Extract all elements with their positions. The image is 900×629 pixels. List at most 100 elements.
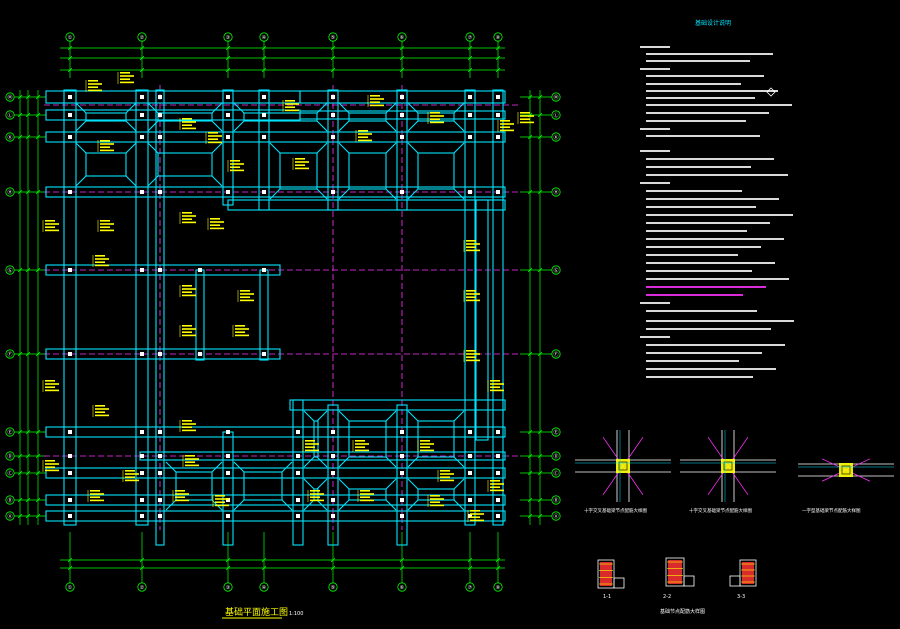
annotation-mark-42-3	[45, 389, 59, 392]
annotation-mark-18-1	[182, 328, 196, 330]
notes-line-31	[646, 294, 743, 296]
axis-bubble-right-2-label: Ⓚ	[553, 134, 558, 141]
dashed-axis-lines	[44, 85, 520, 530]
annotation-mark-37-0	[466, 290, 476, 292]
haunch-17-a	[407, 478, 419, 490]
axis-bubble-left-9-circle	[5, 495, 15, 505]
cell-inner-6	[157, 152, 213, 177]
detail-caption-3: 一字型基础梁节点配筋大样图	[802, 507, 861, 514]
column-node-73	[331, 471, 335, 475]
annotation-mark-41-3	[45, 229, 59, 232]
annotation-mark-22-2	[185, 461, 195, 463]
axis-bubble-left-7-label: Ⓓ	[7, 453, 12, 460]
axis-bubble-left-2-label: Ⓚ	[7, 134, 12, 141]
notes-line-28	[646, 270, 752, 272]
notes-line-35	[646, 328, 771, 330]
haunch-13-b	[211, 461, 223, 473]
plan-title: 基础平面施工图	[225, 606, 288, 618]
notes-line-13	[640, 150, 670, 152]
axis-bubble-right-9: Ⓑ	[551, 495, 561, 505]
annotation-mark-41-1	[45, 223, 59, 225]
section-3-flange	[729, 575, 741, 587]
dim-tick-v-3-3	[527, 189, 533, 195]
detail-captions: 十字交叉基础梁节点配筋大样图 十字交叉基础梁节点配筋大样图 一字型基础梁节点配筋…	[584, 507, 861, 514]
haunch-10-c	[303, 456, 315, 468]
dim-tick-v-1-8	[25, 470, 31, 476]
dim-tick-v-3-4	[527, 267, 533, 273]
dim-tick-h-4-0	[67, 565, 73, 571]
axis-bubble-top-8-label: ⑧	[496, 35, 501, 41]
axis-bubble-top-6-circle	[397, 32, 407, 42]
annotation-mark-14-0	[230, 160, 240, 162]
annotation-mark-35-3	[490, 489, 504, 492]
column-node-42	[198, 268, 202, 272]
dim-tick-v-1-10	[25, 513, 31, 519]
dim-tick-v-1-6	[25, 429, 31, 435]
axis-bubble-top-7-circle	[465, 32, 475, 42]
axis-bubble-right-9-label: Ⓑ	[553, 497, 558, 504]
haunch-16-c	[338, 499, 350, 511]
dim-tick-v-1-9	[25, 497, 31, 503]
annotation-mark-7-0	[430, 112, 440, 114]
dim-tick-h-2-1	[139, 67, 145, 73]
column-node-2	[68, 135, 72, 139]
annotation-mark-4-2	[100, 146, 110, 148]
haunch-15-b	[316, 478, 328, 490]
notes-line-4	[646, 75, 764, 77]
haunch-17-b	[453, 478, 465, 490]
axis-bubble-bottom-8-label: ⑧	[496, 585, 501, 591]
dim-tick-h-0-0	[67, 45, 73, 51]
axis-bubble-right-9-circle	[551, 495, 561, 505]
notes-line-24	[646, 238, 784, 240]
dim-tick-v-3-2	[527, 134, 533, 140]
annotation-mark-33-0	[430, 495, 440, 497]
annotation-mark-19-2	[235, 331, 245, 333]
column-node-35	[496, 190, 500, 194]
axis-bubble-left-1-label: Ⓛ	[7, 112, 12, 119]
haunch-3-c	[338, 120, 350, 132]
axis-bubble-bottom-6: ⑥	[397, 582, 407, 592]
notes-line-39	[646, 360, 739, 362]
beam-row-b	[45, 494, 506, 506]
haunch-12-b	[453, 410, 465, 422]
column-node-71	[331, 430, 335, 434]
column-node-84	[468, 498, 472, 502]
notes-line-11	[640, 128, 670, 130]
annotation-mark-38-3	[466, 359, 480, 362]
notes-line-21	[646, 214, 793, 216]
axis-bubble-left-10-circle	[5, 511, 15, 521]
dim-tick-h-4-3	[261, 565, 267, 571]
annotation-mark-12-3	[182, 221, 196, 224]
notes-line-26	[646, 254, 738, 256]
beam-row-f	[45, 348, 281, 360]
column-node-43	[198, 352, 202, 356]
annotation-mark-1-1	[120, 75, 134, 77]
notes-line-9	[646, 112, 769, 114]
axis-bubble-right-0-circle	[551, 92, 561, 102]
rebar-sections	[597, 557, 757, 589]
dim-tick-h-0-1	[139, 45, 145, 51]
axis-bubble-bottom-2-circle	[137, 582, 147, 592]
cell-inner-14	[243, 471, 283, 501]
haunch-14-c	[233, 499, 245, 511]
beam-row-e	[45, 426, 506, 438]
column-node-21	[331, 113, 335, 117]
annotation-mark-30-1	[440, 473, 454, 475]
column-node-39	[140, 352, 144, 356]
annotation-mark-33-3	[430, 504, 444, 507]
axis-bubble-left-3-circle	[5, 187, 15, 197]
annotation-mark-14-1	[230, 163, 244, 165]
section-2	[665, 557, 695, 587]
notes-line-10	[646, 120, 746, 122]
column-node-74	[331, 498, 335, 502]
dim-tick-v-1-5	[25, 351, 31, 357]
haunch-7-a	[269, 142, 281, 154]
column-node-70	[296, 514, 300, 518]
axis-bubble-right-3-circle	[551, 187, 561, 197]
haunch-8-d	[385, 188, 397, 200]
axis-bubble-left-8: Ⓒ	[5, 468, 15, 478]
annotation-mark-26-3	[215, 504, 229, 507]
annotation-mark-16-0	[182, 285, 192, 287]
axis-bubble-bottom-7-label: ⑦	[468, 585, 473, 591]
